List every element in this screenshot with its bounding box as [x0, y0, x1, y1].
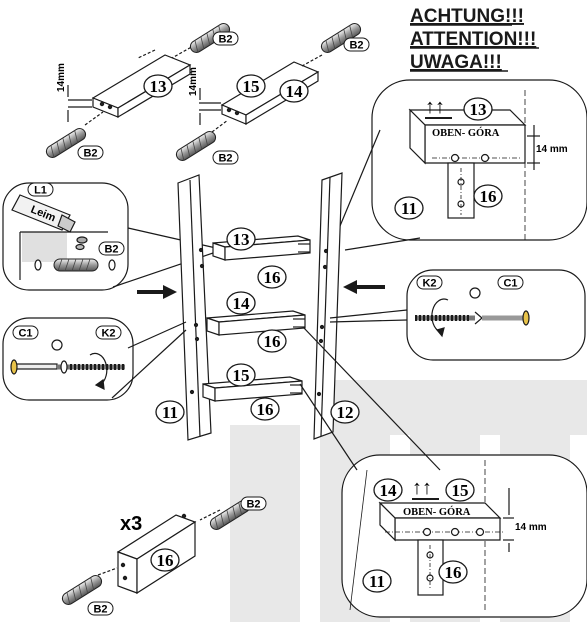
svg-text:B2: B2 [218, 153, 232, 165]
part-label: B2 [98, 241, 125, 256]
svg-text:B2: B2 [218, 34, 232, 46]
svg-text:13: 13 [233, 230, 250, 249]
svg-text:K2: K2 [101, 328, 115, 340]
part-label: C1 [497, 275, 524, 290]
svg-text:15: 15 [452, 481, 469, 500]
svg-text:12: 12 [337, 403, 354, 422]
part-label: C1 [12, 325, 39, 340]
screw-detail-right [329, 269, 586, 361]
part-label: 16 [250, 397, 280, 421]
svg-text:K2: K2 [422, 278, 436, 290]
board-13-detail [67, 44, 196, 126]
part-label: B2 [77, 145, 104, 160]
dowel-b2 [53, 258, 99, 272]
orientation-label: OBEN- GÓRA [432, 127, 500, 139]
svg-text:11: 11 [162, 403, 178, 422]
svg-text:B2: B2 [93, 604, 107, 616]
svg-text:14: 14 [233, 294, 251, 313]
arrow-right-icon [137, 285, 177, 299]
svg-text:13: 13 [150, 77, 167, 96]
svg-text:B2: B2 [83, 148, 97, 160]
svg-text:C1: C1 [503, 278, 517, 290]
zoom-detail-bottom [299, 326, 587, 618]
part-label: 14 [373, 478, 403, 502]
arrow-left-icon [343, 280, 385, 294]
part-label: B2 [240, 496, 267, 511]
warning-fr: ATTENTION!!! [410, 29, 536, 50]
zoom-detail-top [329, 79, 587, 251]
part-label: 12 [330, 400, 360, 424]
svg-text:11: 11 [369, 572, 385, 591]
dimension-label: 14 mm [515, 522, 547, 533]
svg-text:16: 16 [264, 268, 281, 287]
part-label: 16 [150, 548, 180, 572]
svg-text:13: 13 [470, 100, 487, 119]
dimension-label: 14 mm [536, 144, 568, 155]
part-label: 13 [463, 97, 493, 121]
part-label: 15 [236, 74, 266, 98]
part-label: 14 [279, 79, 309, 103]
dimension-label: 14mm [56, 63, 67, 92]
svg-text:B2: B2 [349, 40, 363, 52]
svg-text:B2: B2 [104, 244, 118, 256]
warning-pl: UWAGA!!! [410, 52, 502, 73]
part-label: 13 [143, 74, 173, 98]
orientation-label: OBEN- GÓRA [403, 506, 471, 518]
part-label: 11 [362, 569, 392, 593]
part-label: B2 [212, 150, 239, 165]
quantity-label: x3 [120, 513, 142, 535]
svg-text:B2: B2 [246, 499, 260, 511]
svg-text:16: 16 [257, 400, 274, 419]
part-label: 15 [445, 478, 475, 502]
svg-text:14: 14 [286, 82, 304, 101]
part-label: B2 [343, 37, 370, 52]
dowel-b2 [173, 128, 219, 164]
up-arrows-icon: ↑↑ [412, 477, 432, 499]
svg-text:14: 14 [380, 481, 398, 500]
up-arrows-icon: ↑↑ [425, 96, 445, 118]
svg-text:15: 15 [243, 77, 260, 96]
svg-text:C1: C1 [18, 328, 32, 340]
svg-text:16: 16 [264, 332, 281, 351]
dimension-label: 14mm [188, 67, 199, 96]
part-label: B2 [87, 601, 114, 616]
svg-text:16: 16 [480, 187, 497, 206]
part-label: 16 [438, 560, 468, 584]
part-label: 11 [394, 196, 424, 220]
part-label: L1 [27, 182, 54, 197]
svg-text:L1: L1 [34, 185, 47, 197]
part-label: 15 [226, 363, 256, 387]
part-label: 16 [473, 184, 503, 208]
svg-text:16: 16 [157, 551, 174, 570]
svg-text:15: 15 [233, 366, 250, 385]
svg-text:11: 11 [401, 199, 417, 218]
part-label: K2 [95, 325, 122, 340]
part-label: B2 [212, 31, 239, 46]
part-label: 11 [155, 400, 185, 424]
part-label: 16 [257, 329, 287, 353]
part-label: 13 [226, 227, 256, 251]
svg-text:16: 16 [445, 563, 462, 582]
part-label: 14 [226, 291, 256, 315]
part-label: K2 [416, 275, 443, 290]
warning-de: ACHTUNG!!! [410, 6, 524, 27]
part-label: 16 [257, 265, 287, 289]
